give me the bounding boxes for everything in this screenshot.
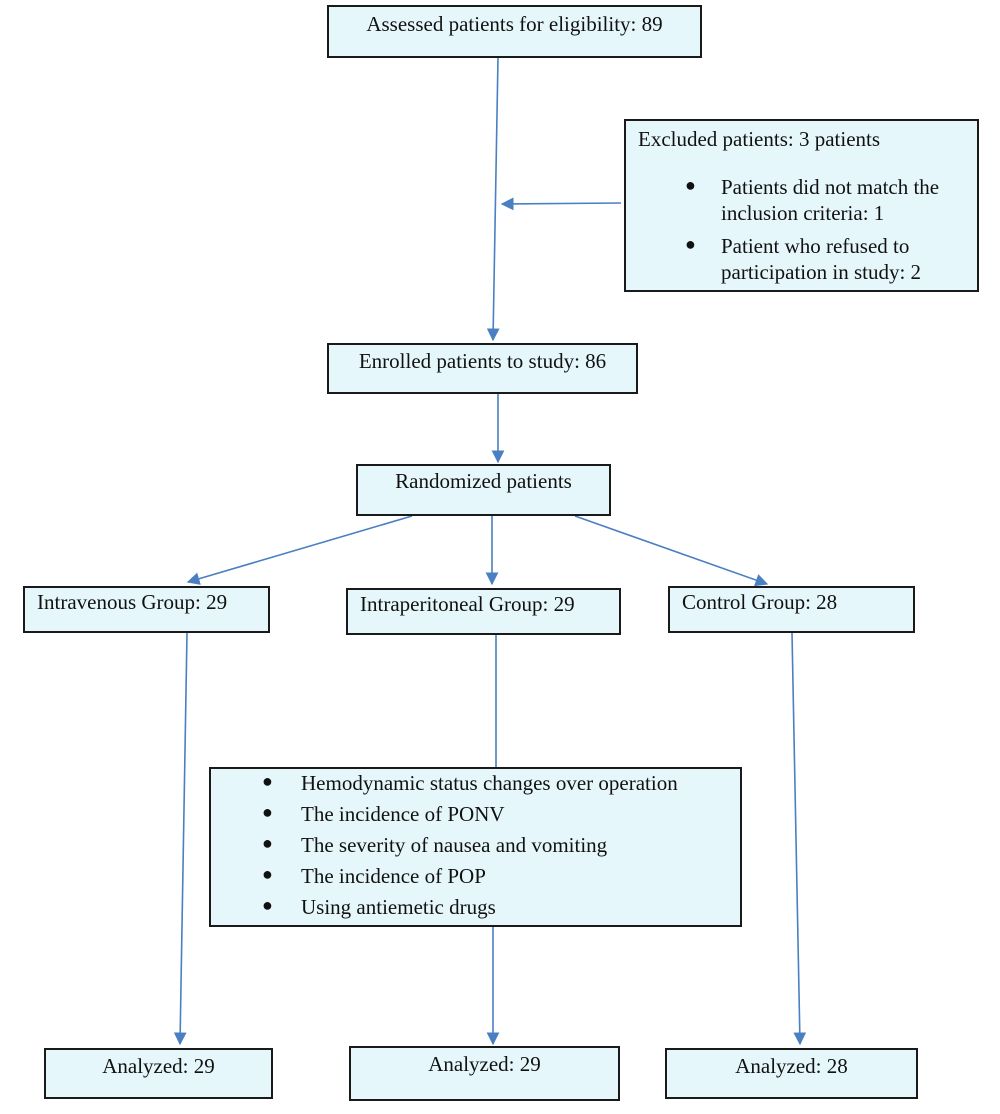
assessed-label: Assessed patients for eligibility: 89 — [366, 12, 663, 36]
outcomes-list: ● Hemodynamic status changes over operat… — [211, 771, 740, 926]
outcome-text: The incidence of POP — [301, 864, 486, 888]
intraperitoneal-group-label: Intraperitoneal Group: 29 — [360, 592, 575, 616]
outcome-text: Hemodynamic status changes over operatio… — [301, 771, 678, 795]
outcome-text: The severity of nausea and vomiting — [301, 833, 608, 857]
analyzed-intravenous-box: Analyzed: 29 — [44, 1048, 273, 1099]
outcome-item: ● The incidence of POP — [211, 864, 740, 895]
intraperitoneal-group-box: Intraperitoneal Group: 29 — [346, 588, 621, 635]
analyzed-control-box: Analyzed: 28 — [665, 1048, 918, 1099]
arrow-assessed-to-enrolled — [486, 57, 500, 342]
bullet-icon: ● — [262, 895, 273, 915]
control-group-box: Control Group: 28 — [668, 586, 915, 633]
bullet-icon: ● — [685, 233, 696, 254]
intravenous-group-box: Intravenous Group: 29 — [23, 586, 270, 633]
analyzed-control-label: Analyzed: 28 — [735, 1054, 848, 1078]
arrow-randomized-to-intravenous — [186, 515, 413, 585]
exclusion-reason: ● Patients did not match the inclusion c… — [638, 174, 977, 227]
arrow-exclusion — [500, 197, 622, 211]
outcome-text: The incidence of PONV — [301, 802, 505, 826]
exclusion-reason-text: Patients did not match the inclusion cri… — [721, 175, 940, 226]
excluded-box: Excluded patients: 3 patients ● Patients… — [624, 119, 979, 292]
exclusion-reasons-list: ● Patients did not match the inclusion c… — [638, 174, 977, 285]
exclusion-reason-text: Patient who refused to participation in … — [721, 233, 922, 284]
control-group-label: Control Group: 28 — [682, 590, 838, 614]
analyzed-intravenous-label: Analyzed: 29 — [102, 1054, 215, 1078]
bullet-icon: ● — [685, 175, 696, 196]
bullet-icon: ● — [262, 864, 273, 884]
arrow-intravenous-to-analyzed — [173, 632, 188, 1046]
randomized-label: Randomized patients — [395, 469, 572, 493]
outcome-item: ● The severity of nausea and vomiting — [211, 833, 740, 864]
enrolled-label: Enrolled patients to study: 86 — [358, 349, 607, 373]
bullet-icon: ● — [262, 833, 273, 853]
bullet-icon: ● — [262, 771, 273, 791]
assessed-box: Assessed patients for eligibility: 89 — [327, 5, 702, 58]
excluded-title: Excluded patients: 3 patients — [638, 127, 881, 151]
arrow-control-to-analyzed — [791, 632, 807, 1046]
arrow-randomized-to-control — [574, 515, 769, 587]
analyzed-intraperitoneal-label: Analyzed: 29 — [428, 1052, 541, 1076]
outcomes-box: ● Hemodynamic status changes over operat… — [209, 767, 742, 927]
outcome-item: ● Hemodynamic status changes over operat… — [211, 771, 740, 802]
outcome-text: Using antiemetic drugs — [301, 895, 496, 919]
enrolled-box: Enrolled patients to study: 86 — [327, 343, 638, 394]
bullet-icon: ● — [262, 802, 273, 822]
outcome-item: ● Using antiemetic drugs — [211, 895, 740, 926]
outcome-item: ● The incidence of PONV — [211, 802, 740, 833]
intravenous-group-label: Intravenous Group: 29 — [37, 590, 228, 614]
exclusion-reason: ● Patient who refused to participation i… — [638, 233, 977, 286]
randomized-box: Randomized patients — [356, 464, 611, 516]
analyzed-intraperitoneal-box: Analyzed: 29 — [349, 1046, 620, 1101]
